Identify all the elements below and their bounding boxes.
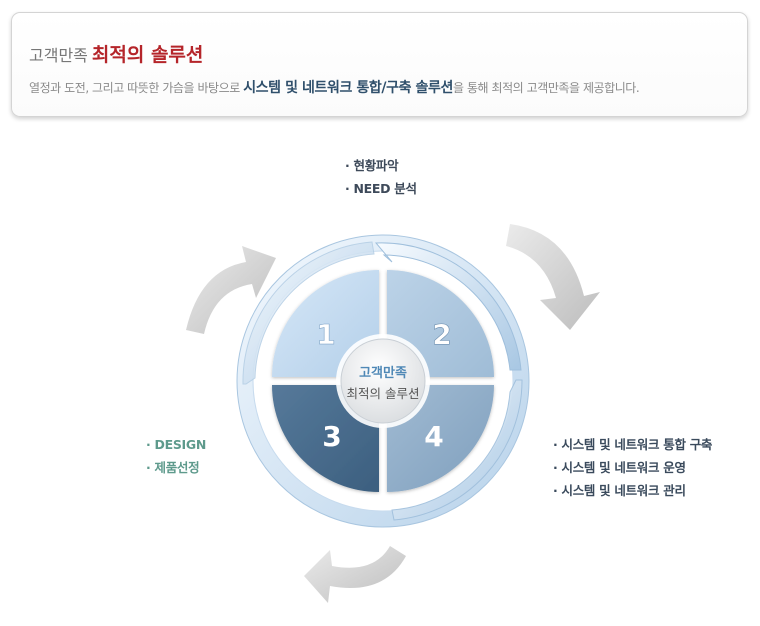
center-circle: [336, 334, 430, 428]
top-step-item: · 현황파악: [345, 158, 399, 173]
center-subtitle: 최적의 솔루션: [347, 386, 420, 401]
right-step-item: · 시스템 및 네트워크 운영: [553, 460, 686, 475]
ring-segment-top-right: [374, 242, 522, 371]
left-step-item: · 제품선정: [146, 460, 200, 475]
top-step-list: · 현황파악 · NEED 분석: [345, 154, 417, 200]
quadrant-4-number: 4: [424, 420, 443, 453]
right-step-item: · 시스템 및 네트워크 관리: [553, 483, 686, 498]
right-step-item: · 시스템 및 네트워크 통합 구축: [553, 437, 713, 452]
ring-segment-left: [242, 241, 375, 385]
desc-emphasis: 시스템 및 네트워크 통합/구축 솔루션: [243, 80, 453, 96]
quadrant-1-number: 1: [316, 318, 335, 351]
title-prefix: 고객만족: [29, 46, 88, 65]
page-description: 열정과 도전, 그리고 따뜻한 가슴을 바탕으로 시스템 및 네트워크 통합/구…: [29, 77, 640, 97]
cycle-arrow-bottom: [304, 546, 406, 603]
title-emphasis: 최적의 솔루션: [91, 44, 204, 66]
desc-part2: 을 통해 최적의 고객만족을 제공합니다.: [453, 81, 640, 95]
cycle-arrow-top-left: [186, 246, 276, 334]
ring-segment-bottom-right: [391, 379, 523, 521]
left-step-item: · DESIGN: [146, 437, 206, 452]
desc-part1: 열정과 도전, 그리고 따뜻한 가슴을 바탕으로: [29, 81, 240, 95]
quadrant-3-number: 3: [322, 420, 341, 453]
top-step-item: · NEED 분석: [345, 181, 417, 196]
cycle-arrow-top-right: [506, 224, 600, 330]
right-step-list: · 시스템 및 네트워크 통합 구축 · 시스템 및 네트워크 운영 · 시스템…: [553, 433, 712, 502]
center-title: 고객만족: [359, 365, 407, 381]
left-step-list: · DESIGN · 제품선정: [146, 433, 206, 479]
quadrant-2-number: 2: [432, 318, 451, 351]
